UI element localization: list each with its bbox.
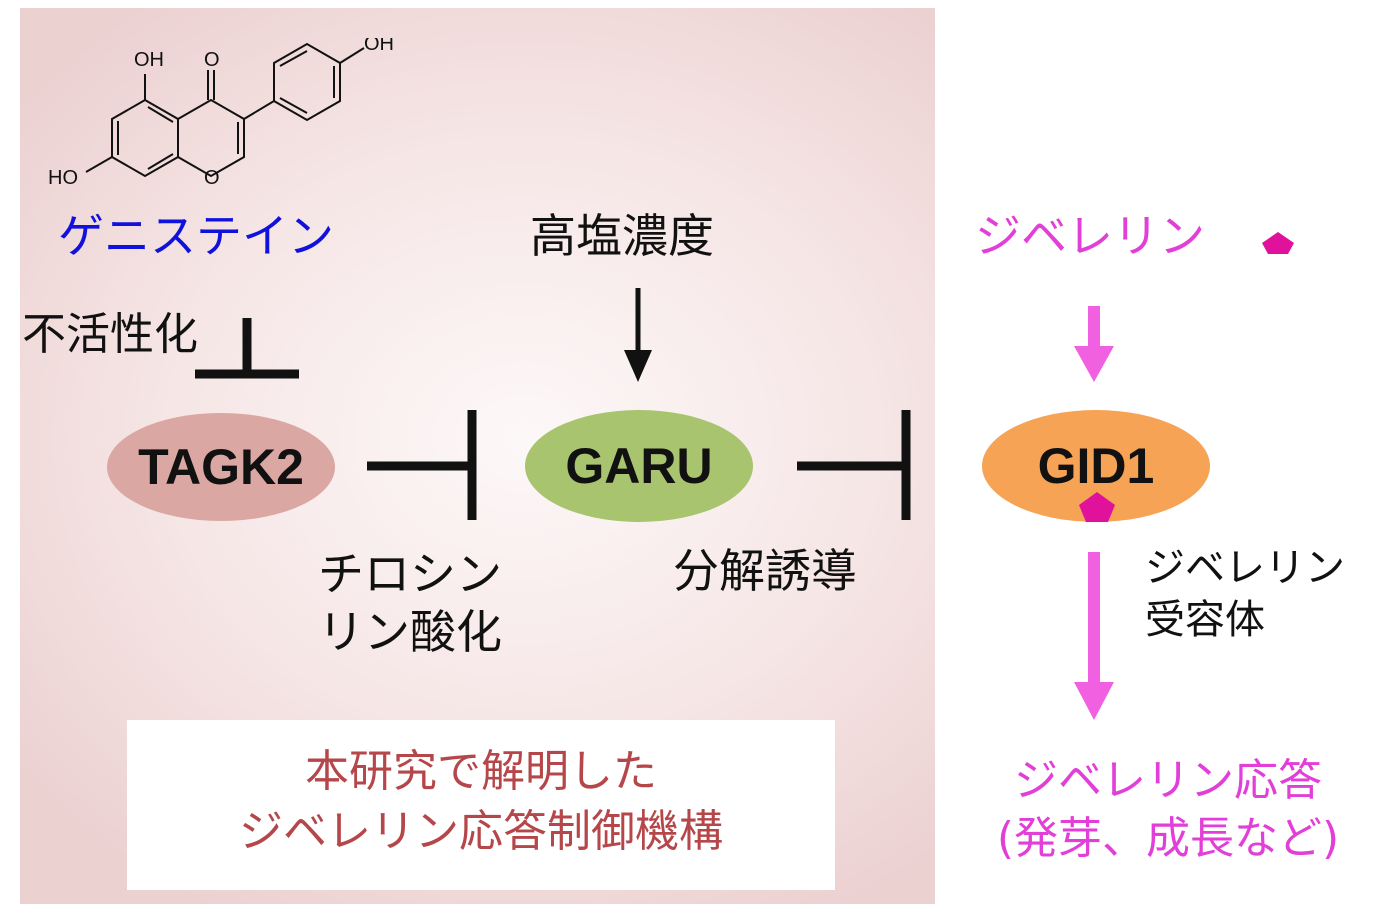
- receptor-line2: 受容体: [1145, 597, 1265, 643]
- inactivation-label: 不活性化: [22, 309, 198, 360]
- gibberellin-marker: [1262, 232, 1294, 254]
- garu-node: GARU: [525, 410, 753, 522]
- receptor-line1: ジベレリン: [1145, 545, 1345, 591]
- genistein-structure: OH O OH HO O: [48, 38, 394, 189]
- salt-arrow: [624, 288, 652, 382]
- bound-gibberellin-marker: [1079, 492, 1115, 522]
- response-arrow: [1074, 552, 1114, 720]
- degradation-label: 分解誘導: [673, 544, 857, 598]
- response-line2: (発芽、成長など): [996, 813, 1340, 864]
- response-line1: ジベレリン応答: [1014, 755, 1322, 806]
- tyrosine-line: チロシン: [318, 547, 502, 601]
- gibberellin-label: ジベレリン: [975, 209, 1205, 263]
- summary-line1: 本研究で解明した: [305, 746, 657, 797]
- hydroxyl-label: OH: [134, 49, 164, 71]
- carbonyl-oxygen-label: O: [204, 49, 220, 71]
- tagk2-node: TAGK2: [107, 413, 335, 521]
- tyrosine-phosphorylation-label: チロシン リン酸化: [318, 545, 502, 661]
- hydroxyl-label: HO: [48, 167, 78, 189]
- genistein-label: ゲニステイン: [58, 209, 334, 263]
- ring-oxygen-label: O: [204, 167, 220, 189]
- gibberellin-response-label: ジベレリン応答 (発芽、成長など): [958, 752, 1378, 868]
- summary-box: 本研究で解明した ジベレリン応答制御機構: [127, 720, 835, 890]
- hydroxyl-label: OH: [364, 38, 394, 55]
- phosphorylation-line: リン酸化: [318, 605, 502, 659]
- receptor-label: ジベレリン 受容体: [1145, 542, 1345, 646]
- high-salt-label: 高塩濃度: [530, 209, 714, 263]
- summary-line2: ジベレリン応答制御機構: [239, 806, 723, 857]
- gibberellin-arrow: [1074, 306, 1114, 382]
